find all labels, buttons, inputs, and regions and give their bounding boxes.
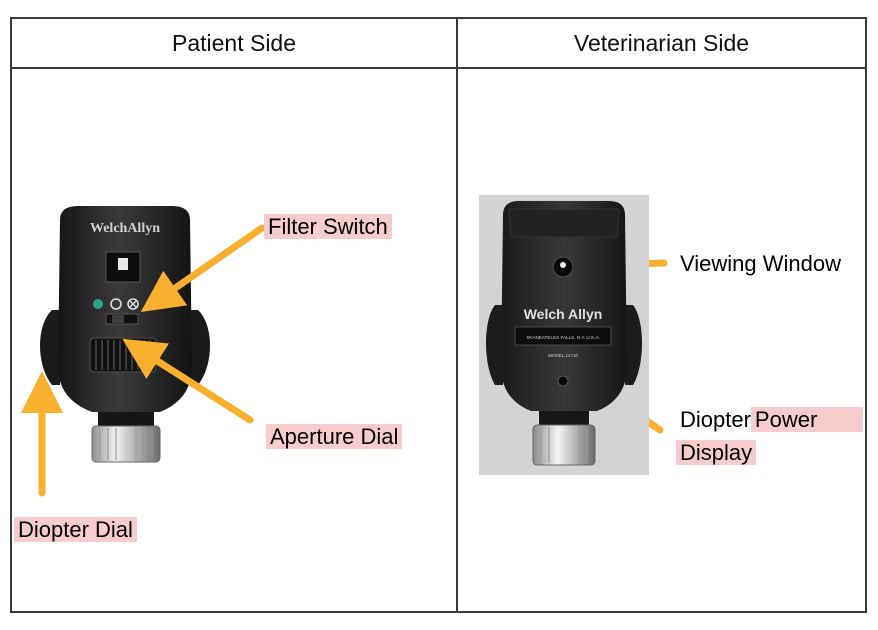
filter-green-dot	[93, 299, 103, 309]
label-aperture-dial: Aperture Dial	[266, 421, 403, 453]
header-veterinarian-side: Veterinarian Side	[573, 29, 750, 56]
table-border-left	[10, 17, 12, 613]
vet-brand-subline: SKANEATELES FALLS, N.Y. U.S.A.	[526, 335, 599, 340]
filter-open-circle	[110, 298, 122, 310]
diopter-power-display	[557, 375, 569, 387]
chrome-base	[91, 425, 161, 463]
table-border-bottom	[10, 611, 867, 613]
patient-brand-text: WelchAllyn	[90, 221, 160, 236]
label-diopter-dial-text: Diopter Dial	[14, 517, 137, 542]
label-diopter-word: Diopter	[680, 407, 751, 432]
label-filter-switch: Filter Switch	[264, 211, 392, 243]
filter-cross-circle	[127, 298, 139, 310]
label-viewing-window: Viewing Window	[680, 251, 842, 276]
vet-brand-text: Welch Allyn	[524, 306, 603, 322]
table-border-header-bottom	[10, 67, 867, 69]
table-border-top	[10, 17, 867, 19]
vet-label-plate	[514, 326, 612, 346]
vet-model-text: MODEL 11710	[548, 353, 578, 358]
table-border-right	[865, 17, 867, 613]
vet-device-body	[501, 201, 627, 411]
right-rim	[190, 310, 210, 385]
left-rim	[40, 310, 60, 385]
label-power-word: Power	[750, 407, 864, 432]
label-display-word: Display	[676, 440, 757, 465]
label-filter-switch-text: Filter Switch	[264, 214, 392, 239]
arrow-filter-switch	[140, 224, 266, 312]
header-patient-side: Patient Side	[171, 29, 297, 56]
label-diopter-dial: Diopter Dial	[14, 514, 137, 546]
ophthalmoscope-vet-side-image: Welch Allyn SKANEATELES FALLS, N.Y. U.S.…	[486, 201, 642, 466]
arrow-aperture-dial	[122, 338, 254, 424]
vet-chrome-base	[532, 424, 596, 466]
label-aperture-dial-text: Aperture Dial	[266, 424, 403, 449]
label-diopter-power-line2: Display	[676, 437, 757, 469]
table-border-middle	[456, 17, 458, 613]
